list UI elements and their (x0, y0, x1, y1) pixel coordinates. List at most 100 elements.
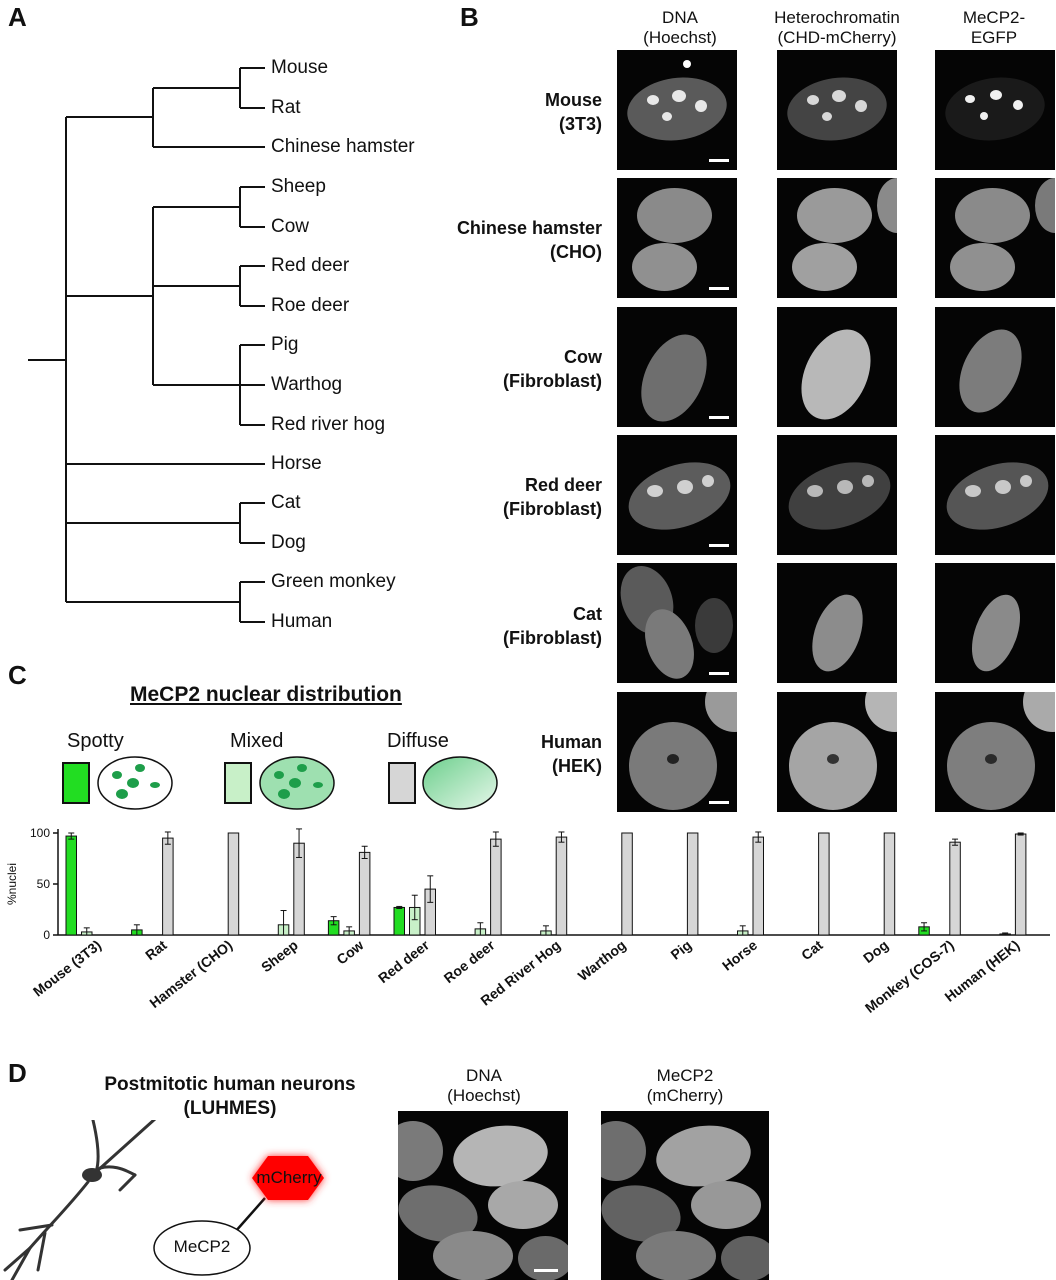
legend-label-diffuse: Diffuse (387, 730, 449, 752)
category-label: Pig (667, 937, 694, 963)
micrograph-mouse-dna (617, 50, 737, 170)
y-tick-label: 100 (30, 826, 50, 840)
tree-leaf-red-river-hog: Red river hog (271, 414, 386, 435)
bar-diffuse (227, 832, 240, 936)
tree-leaf-pig: Pig (271, 334, 299, 355)
row-label-cow: Cow(Fibroblast) (503, 347, 602, 391)
tree-leaf-mouse: Mouse (271, 57, 329, 78)
y-axis-label: %nuclei (5, 863, 19, 905)
bar-diffuse (555, 836, 568, 936)
micrograph-red-deer-dna (617, 435, 737, 555)
neuron-diagram (3, 1120, 324, 1280)
bar-diffuse (162, 837, 174, 936)
column-header-dna: DNA (Hoechst) (643, 8, 717, 47)
micrograph-cow-heterochromatin (777, 307, 897, 427)
scale-bar (709, 672, 729, 675)
micrograph-cat-heterochromatin (777, 563, 897, 683)
bar-spotty (393, 906, 405, 936)
legend-swatch-diffuse (388, 762, 416, 804)
legend-label-mixed: Mixed (230, 730, 284, 752)
category-label: Red deer (375, 936, 432, 986)
tree-leaf-green-monkey: Green monkey (271, 571, 396, 592)
micrograph-cho-mecp2 (935, 178, 1055, 298)
y-tick-label: 50 (37, 877, 51, 891)
micrograph-red-deer-heterochromatin (777, 435, 897, 555)
tree-leaf-roe-deer: Roe deer (271, 295, 350, 316)
scale-bar (709, 159, 729, 162)
bar-diffuse (490, 838, 502, 936)
protein-label: MeCP2 (173, 1237, 231, 1256)
row-label-mouse: Mouse(3T3) (544, 90, 602, 134)
tag-label: mCherry (256, 1168, 322, 1187)
neurons-title: Postmitotic human neurons (LUHMES) (104, 1074, 356, 1119)
bar-diffuse (358, 851, 371, 936)
tree-leaf-horse: Horse (271, 453, 322, 474)
tree-leaf-warthog: Warthog (271, 374, 343, 395)
bar-diffuse (883, 832, 896, 936)
tree-leaf-dog: Dog (271, 532, 306, 553)
scale-bar (534, 1269, 558, 1272)
row-label-chinese-hamster: Chinese hamster(CHO) (456, 218, 602, 262)
bar-diffuse (949, 841, 961, 936)
panel-label-c: C (8, 660, 27, 690)
micrograph-mouse-mecp2 (935, 50, 1055, 170)
micrograph-human-dna (617, 692, 737, 812)
micrograph-human-heterochromatin (777, 692, 897, 812)
panel-label-b: B (460, 2, 479, 32)
column-header-heterochromatin: Heterochromatin (CHD-mCherry) (774, 8, 900, 47)
column-header-mecp2-egfp: MeCP2- EGFP (962, 8, 1026, 47)
row-label-human: Human(HEK) (540, 732, 602, 776)
micrograph-neurons-mecp2 (601, 1111, 769, 1280)
micrograph-cho-heterochromatin (777, 178, 897, 298)
y-tick-label: 0 (43, 928, 50, 942)
micrograph-cho-dna (617, 178, 737, 298)
legend-cell-diffuse (422, 756, 498, 810)
category-label: Cow (333, 937, 366, 968)
bar-diffuse (1014, 833, 1027, 936)
distribution-title: MeCP2 nuclear distribution (130, 683, 402, 706)
scale-bar (709, 416, 729, 419)
legend-swatch-spotty (62, 762, 90, 804)
bar-diffuse (621, 832, 633, 936)
micrograph-human-mecp2 (935, 692, 1055, 812)
mcherry-tag-icon (252, 1156, 324, 1200)
category-label: Rat (142, 937, 170, 964)
category-label: Horse (719, 937, 760, 974)
category-label: Sheep (258, 937, 301, 975)
panel-label-d: D (8, 1058, 27, 1088)
category-label: Mouse (3T3) (30, 937, 104, 1000)
micrograph-cat-dna (617, 563, 737, 683)
micrograph-mouse-heterochromatin (777, 50, 897, 170)
legend-swatch-mixed (224, 762, 252, 804)
category-label: Roe deer (441, 936, 498, 986)
category-label: Dog (860, 937, 891, 966)
panel-label-a: A (8, 2, 27, 32)
column-header-neuron-mecp2: MeCP2 (mCherry) (646, 1066, 724, 1105)
tree-leaf-rat: Rat (271, 97, 301, 118)
tree-leaf-human: Human (271, 611, 333, 632)
micrograph-cat-mecp2 (935, 563, 1055, 683)
bar-diffuse (818, 832, 830, 936)
tree-leaf-cat: Cat (271, 492, 301, 513)
linker-line (234, 1197, 266, 1233)
row-label-red-deer: Red deer(Fibroblast) (503, 475, 602, 519)
row-label-cat: Cat(Fibroblast) (503, 604, 602, 648)
bar-diffuse (686, 832, 699, 936)
distribution-legend (62, 756, 498, 810)
category-label: Cat (798, 937, 826, 964)
tree-leaf-red-deer: Red deer (271, 255, 350, 276)
tree-leaf-chinese-hamster: Chinese hamster (271, 136, 415, 157)
scale-bar (709, 801, 729, 804)
bar-spotty (65, 835, 77, 936)
category-label: Warthog (575, 937, 629, 984)
micrograph-cow-dna (617, 307, 737, 427)
tree-leaf-cow: Cow (271, 216, 310, 237)
column-header-neuron-dna: DNA (Hoechst) (447, 1066, 521, 1105)
neuron-soma-icon (82, 1168, 102, 1182)
phylogenetic-tree (28, 67, 265, 623)
scale-bar (709, 544, 729, 547)
mecp2-protein-icon (153, 1220, 251, 1276)
bar-diffuse (752, 836, 764, 936)
legend-label-spotty: Spotty (67, 730, 124, 752)
